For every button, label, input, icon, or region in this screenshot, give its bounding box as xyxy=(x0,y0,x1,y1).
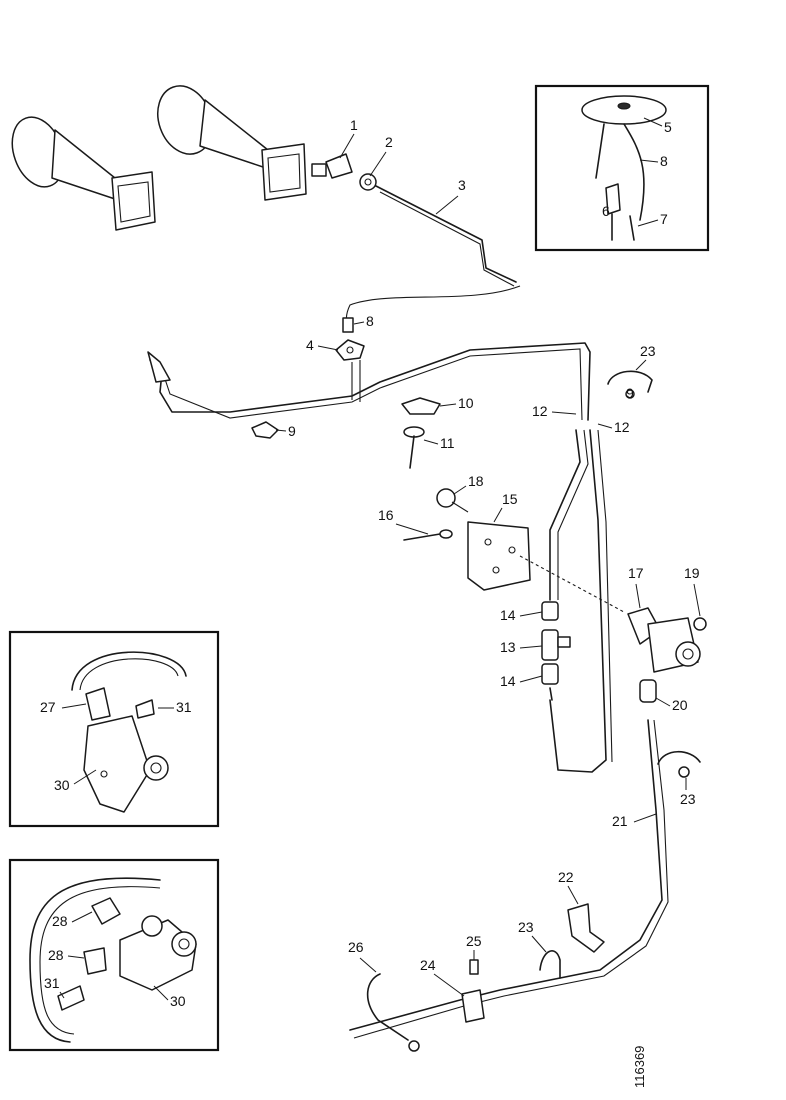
inset-a-bracket xyxy=(71,651,187,813)
control-valve xyxy=(627,607,707,673)
screw-18 xyxy=(436,488,469,513)
callout-8: 8 xyxy=(366,313,374,329)
bracket-15 xyxy=(467,521,531,591)
callout-8-inset: 8 xyxy=(660,153,668,169)
callout-6: 6 xyxy=(602,203,610,219)
callout-10: 10 xyxy=(458,395,474,411)
callout-18: 18 xyxy=(468,473,484,489)
nipple-8 xyxy=(342,317,354,333)
callout-26: 26 xyxy=(348,939,364,955)
callout-25: 25 xyxy=(466,933,482,949)
callout-17: 17 xyxy=(628,565,644,581)
callout-12-right: 12 xyxy=(614,419,630,435)
callout-23-top: 23 xyxy=(640,343,656,359)
callout-16: 16 xyxy=(378,507,394,523)
callout-24: 24 xyxy=(420,957,436,973)
callout-15: 15 xyxy=(502,491,518,507)
inset-valve-detail xyxy=(534,84,710,252)
pipe-12-left xyxy=(549,429,581,601)
callout-4: 4 xyxy=(306,337,314,353)
callout-13: 13 xyxy=(500,639,516,655)
clamp-23-bottom xyxy=(539,950,561,979)
callout-11: 11 xyxy=(440,435,455,451)
rivet-11 xyxy=(403,426,425,469)
callout-9-right: 9 xyxy=(626,385,634,401)
callout-19: 19 xyxy=(684,565,700,581)
callout-23-bottom: 23 xyxy=(518,919,534,935)
callout-31-inset-b: 31 xyxy=(44,975,60,991)
air-horn-right xyxy=(157,85,307,201)
clamp-23-top xyxy=(607,370,653,399)
callout-3: 3 xyxy=(458,177,466,193)
fitting-14-lower xyxy=(541,663,559,685)
callout-31-inset-a: 31 xyxy=(176,699,192,715)
callout-14-lower: 14 xyxy=(500,673,516,689)
callout-1: 1 xyxy=(350,117,358,133)
callout-21: 21 xyxy=(612,813,628,829)
air-pipe-3 xyxy=(375,185,517,283)
callout-27: 27 xyxy=(40,699,56,715)
rivet-16 xyxy=(403,529,453,541)
inset-valve xyxy=(581,95,667,241)
callout-9: 9 xyxy=(288,423,296,439)
sleeve-22 xyxy=(567,903,605,953)
hose-26 xyxy=(366,973,409,1041)
callout-23-mid: 23 xyxy=(680,791,696,807)
callout-28-top: 28 xyxy=(52,913,68,929)
fitting-14-upper xyxy=(541,601,559,621)
tee-13 xyxy=(541,629,571,661)
grommet-9 xyxy=(251,421,279,439)
screw-25 xyxy=(469,959,479,975)
drawing-number: 116369 xyxy=(632,1046,647,1088)
callout-20: 20 xyxy=(672,697,688,713)
callout-5: 5 xyxy=(664,119,672,135)
callout-12-left: 12 xyxy=(532,403,548,419)
pipe-run-main xyxy=(149,342,591,421)
callout-labels: 1 2 3 4 5 6 7 8 8 9 9 10 11 12 12 13 14 … xyxy=(40,117,701,1009)
callout-7: 7 xyxy=(660,211,668,227)
clip-24 xyxy=(461,989,485,1023)
tee-connector-4 xyxy=(335,339,365,361)
air-horn-left xyxy=(11,116,156,231)
clamp-23-mid xyxy=(657,750,701,778)
pipe-21 xyxy=(349,719,663,1031)
callout-30-inset-a: 30 xyxy=(54,777,70,793)
callout-22: 22 xyxy=(558,869,574,885)
inset-b-bracket xyxy=(29,877,197,1043)
callout-30-inset-b: 30 xyxy=(170,993,186,1009)
connector-nut xyxy=(359,173,377,191)
callout-14-upper: 14 xyxy=(500,607,516,623)
horn-valve xyxy=(311,153,353,179)
clip-10 xyxy=(401,397,441,415)
callout-2: 2 xyxy=(385,134,393,150)
pipe-12-right xyxy=(549,429,607,773)
callout-28-mid: 28 xyxy=(48,947,64,963)
fitting-20 xyxy=(639,679,657,703)
